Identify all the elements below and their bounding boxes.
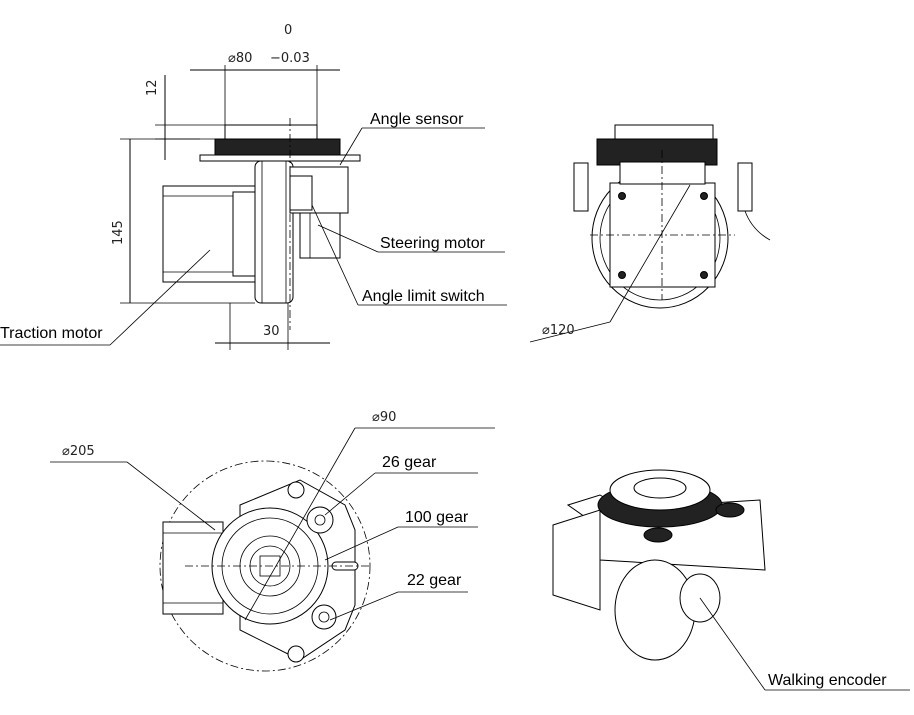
side-view <box>529 124 771 343</box>
isometric-view <box>552 469 910 691</box>
front-view <box>0 65 507 350</box>
side-diameter: ⌀120 <box>542 323 575 338</box>
offset-dimension: 30 <box>263 324 280 339</box>
top-view <box>50 427 495 672</box>
outer-diameter: ⌀205 <box>62 444 95 459</box>
label-angle-sensor: Angle sensor <box>370 111 464 128</box>
total-height: 145 <box>111 220 126 245</box>
top-height: 12 <box>145 79 160 96</box>
label-100-gear: 100 gear <box>405 509 469 526</box>
bore-lower-tolerance: −0.03 <box>270 51 310 66</box>
label-26-gear: 26 gear <box>382 454 437 471</box>
label-angle-limit-switch: Angle limit switch <box>362 288 485 305</box>
label-steering-motor: Steering motor <box>380 235 486 252</box>
label-walking-encoder: Walking encoder <box>768 672 887 689</box>
bore-upper-tolerance: 0 <box>284 23 292 38</box>
bore-diameter: ⌀80 <box>228 51 252 66</box>
label-22-gear: 22 gear <box>407 572 462 589</box>
label-traction-motor: Traction motor <box>0 325 103 342</box>
inner-diameter: ⌀90 <box>372 410 396 425</box>
